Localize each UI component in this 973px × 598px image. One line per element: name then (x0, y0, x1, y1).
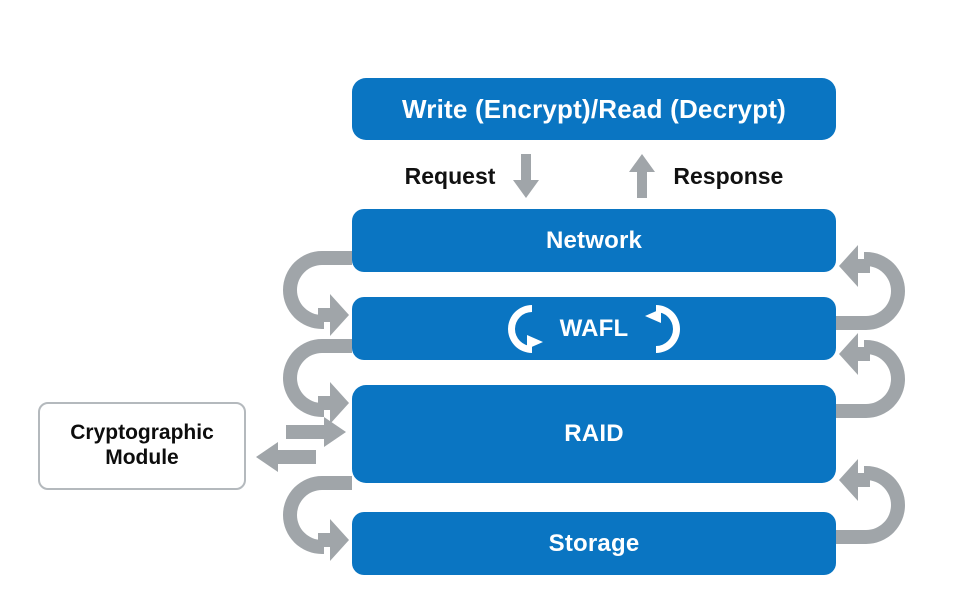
connector-left-raid-to-storage (283, 476, 352, 561)
layer-box-raid: RAID (352, 385, 836, 483)
wafl-content: WAFL (502, 304, 687, 353)
response-label: Response (673, 162, 784, 189)
connector-right-wafl-to-network (836, 245, 905, 330)
layer-label-network: Network (545, 226, 643, 254)
circular-arrow-counterclockwise-icon (645, 304, 681, 353)
layer-box-wafl: WAFL (352, 297, 836, 360)
arrow-up-icon (629, 154, 656, 198)
connector-left-network-to-wafl (283, 251, 352, 336)
title-box: Write (Encrypt)/Read (Decrypt) (352, 78, 836, 140)
connector-right-storage-to-raid (836, 459, 905, 544)
crypto-link-arrow-from-raid (256, 442, 316, 472)
connector-left-wafl-to-raid (283, 339, 352, 424)
crypto-link-arrow-to-raid (286, 417, 346, 447)
arrow-down-icon (513, 154, 540, 198)
layer-label-storage: Storage (548, 529, 640, 557)
layer-box-network: Network (352, 209, 836, 272)
title-box-label: Write (Encrypt)/Read (Decrypt) (401, 93, 787, 124)
request-label: Request (404, 162, 496, 189)
layer-label-wafl: WAFL (559, 314, 629, 342)
connector-right-raid-to-wafl (836, 333, 905, 418)
circular-arrow-clockwise-icon (507, 304, 543, 353)
request-response-row: Request Response (352, 152, 836, 200)
layer-box-storage: Storage (352, 512, 836, 575)
cryptographic-module-box: Cryptographic Module (38, 402, 246, 490)
layer-label-raid: RAID (564, 420, 624, 447)
cryptographic-module-label: Cryptographic Module (70, 421, 214, 469)
